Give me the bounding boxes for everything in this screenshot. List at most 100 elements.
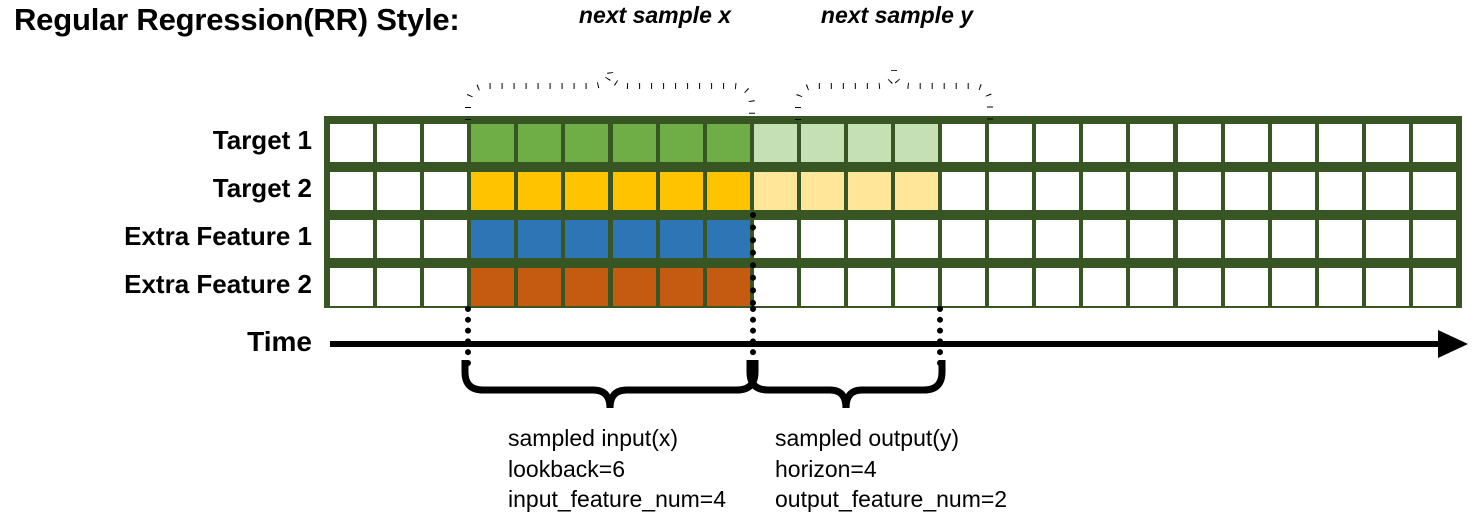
grid-cell bbox=[377, 172, 421, 210]
bottom-brace-sampled-output bbox=[746, 360, 946, 409]
grid-cell bbox=[659, 124, 703, 162]
grid-cell bbox=[518, 220, 562, 258]
grid-cell bbox=[753, 268, 797, 306]
grid-cell bbox=[330, 124, 374, 162]
grid-cell bbox=[895, 124, 939, 162]
timeline-row-extra-feature-1 bbox=[328, 216, 1458, 264]
row-label-target-2: Target 2 bbox=[0, 164, 312, 212]
grid-cell bbox=[989, 268, 1033, 306]
grid-cell bbox=[1083, 220, 1127, 258]
grid-cell bbox=[706, 172, 750, 210]
timeline-row-target-2 bbox=[328, 168, 1458, 216]
grid-cell bbox=[800, 172, 844, 210]
row-label-text: Extra Feature 1 bbox=[124, 220, 312, 251]
grid-cell bbox=[1365, 268, 1409, 306]
grid-cell bbox=[1177, 268, 1221, 306]
bottom-callout-input-lookback: lookback=6 bbox=[508, 455, 625, 482]
grid-cell bbox=[565, 124, 609, 162]
time-axis-line bbox=[330, 341, 1452, 347]
grid-cell bbox=[989, 172, 1033, 210]
grid-cell bbox=[1224, 172, 1268, 210]
grid-cell bbox=[942, 268, 986, 306]
brace-path bbox=[461, 360, 759, 409]
grid-cell bbox=[612, 268, 656, 306]
grid-cell bbox=[471, 220, 515, 258]
brace-path bbox=[746, 360, 946, 409]
row-label-extra-feature-1: Extra Feature 1 bbox=[0, 212, 312, 260]
grid-cell bbox=[847, 124, 891, 162]
grid-cell bbox=[706, 220, 750, 258]
grid-cell bbox=[1036, 220, 1080, 258]
grid-cell bbox=[753, 124, 797, 162]
grid-cell bbox=[847, 220, 891, 258]
grid-cell bbox=[1271, 172, 1315, 210]
grid-cell bbox=[706, 268, 750, 306]
timeline-grid bbox=[324, 116, 1462, 308]
grid-cell bbox=[1412, 268, 1456, 306]
grid-cell bbox=[1083, 268, 1127, 306]
grid-cell bbox=[989, 220, 1033, 258]
grid-cell bbox=[659, 268, 703, 306]
row-label-column: Target 1 Target 2 Extra Feature 1 Extra … bbox=[0, 116, 312, 308]
grid-cell bbox=[518, 124, 562, 162]
grid-cell bbox=[1130, 124, 1174, 162]
grid-cell bbox=[800, 124, 844, 162]
bottom-callout-output-horizon: horizon=4 bbox=[775, 455, 877, 482]
grid-cell bbox=[1412, 124, 1456, 162]
grid-cell bbox=[1224, 220, 1268, 258]
row-label-text: Extra Feature 2 bbox=[124, 268, 312, 299]
grid-cell bbox=[1036, 124, 1080, 162]
grid-cell bbox=[1365, 124, 1409, 162]
grid-cell bbox=[895, 268, 939, 306]
guide-line-input-end-rows bbox=[750, 212, 756, 306]
bottom-callout-output-title: sampled output(y) bbox=[775, 425, 960, 451]
grid-cell bbox=[471, 124, 515, 162]
grid-cell bbox=[1318, 268, 1362, 306]
grid-cell bbox=[1365, 220, 1409, 258]
grid-cell bbox=[612, 172, 656, 210]
top-brace-label-x: next sample x bbox=[578, 2, 732, 28]
grid-cell bbox=[471, 172, 515, 210]
grid-cell bbox=[989, 124, 1033, 162]
grid-cell bbox=[377, 124, 421, 162]
grid-cell bbox=[424, 268, 468, 306]
grid-cell bbox=[1318, 220, 1362, 258]
grid-cell bbox=[565, 220, 609, 258]
grid-cell bbox=[565, 268, 609, 306]
grid-cell bbox=[847, 172, 891, 210]
brace-path bbox=[465, 69, 755, 120]
grid-cell bbox=[1318, 172, 1362, 210]
top-brace-next-sample-y bbox=[795, 69, 993, 120]
grid-cell bbox=[330, 268, 374, 306]
grid-cell bbox=[1224, 268, 1268, 306]
grid-cell bbox=[1271, 268, 1315, 306]
grid-cell bbox=[377, 268, 421, 306]
grid-cell bbox=[1271, 124, 1315, 162]
grid-cell bbox=[800, 220, 844, 258]
bottom-callout-output-feature-num: output_feature_num=2 bbox=[775, 486, 1008, 513]
grid-cell bbox=[1318, 124, 1362, 162]
grid-cell bbox=[518, 172, 562, 210]
guide-line-down-output-end bbox=[937, 306, 943, 366]
grid-cell bbox=[612, 124, 656, 162]
bottom-callout-output: sampled output(y) horizon=4 output_featu… bbox=[775, 423, 1007, 515]
grid-cell bbox=[895, 220, 939, 258]
grid-cell bbox=[1130, 172, 1174, 210]
grid-cell bbox=[753, 220, 797, 258]
grid-cell bbox=[471, 268, 515, 306]
bottom-callout-input: sampled input(x) lookback=6 input_featur… bbox=[508, 423, 726, 515]
grid-cell bbox=[518, 268, 562, 306]
row-label-extra-feature-2: Extra Feature 2 bbox=[0, 260, 312, 308]
grid-cell bbox=[1177, 124, 1221, 162]
grid-cell bbox=[424, 220, 468, 258]
timeline-row-target-1 bbox=[328, 120, 1458, 168]
row-label-text: Target 2 bbox=[212, 172, 312, 203]
grid-cell bbox=[330, 172, 374, 210]
guide-line-down-input-start bbox=[465, 306, 471, 366]
grid-cell bbox=[1224, 124, 1268, 162]
grid-cell bbox=[659, 172, 703, 210]
brace-path bbox=[795, 69, 993, 120]
grid-cell bbox=[847, 268, 891, 306]
grid-cell bbox=[1036, 172, 1080, 210]
bottom-callout-input-title: sampled input(x) bbox=[508, 425, 679, 451]
